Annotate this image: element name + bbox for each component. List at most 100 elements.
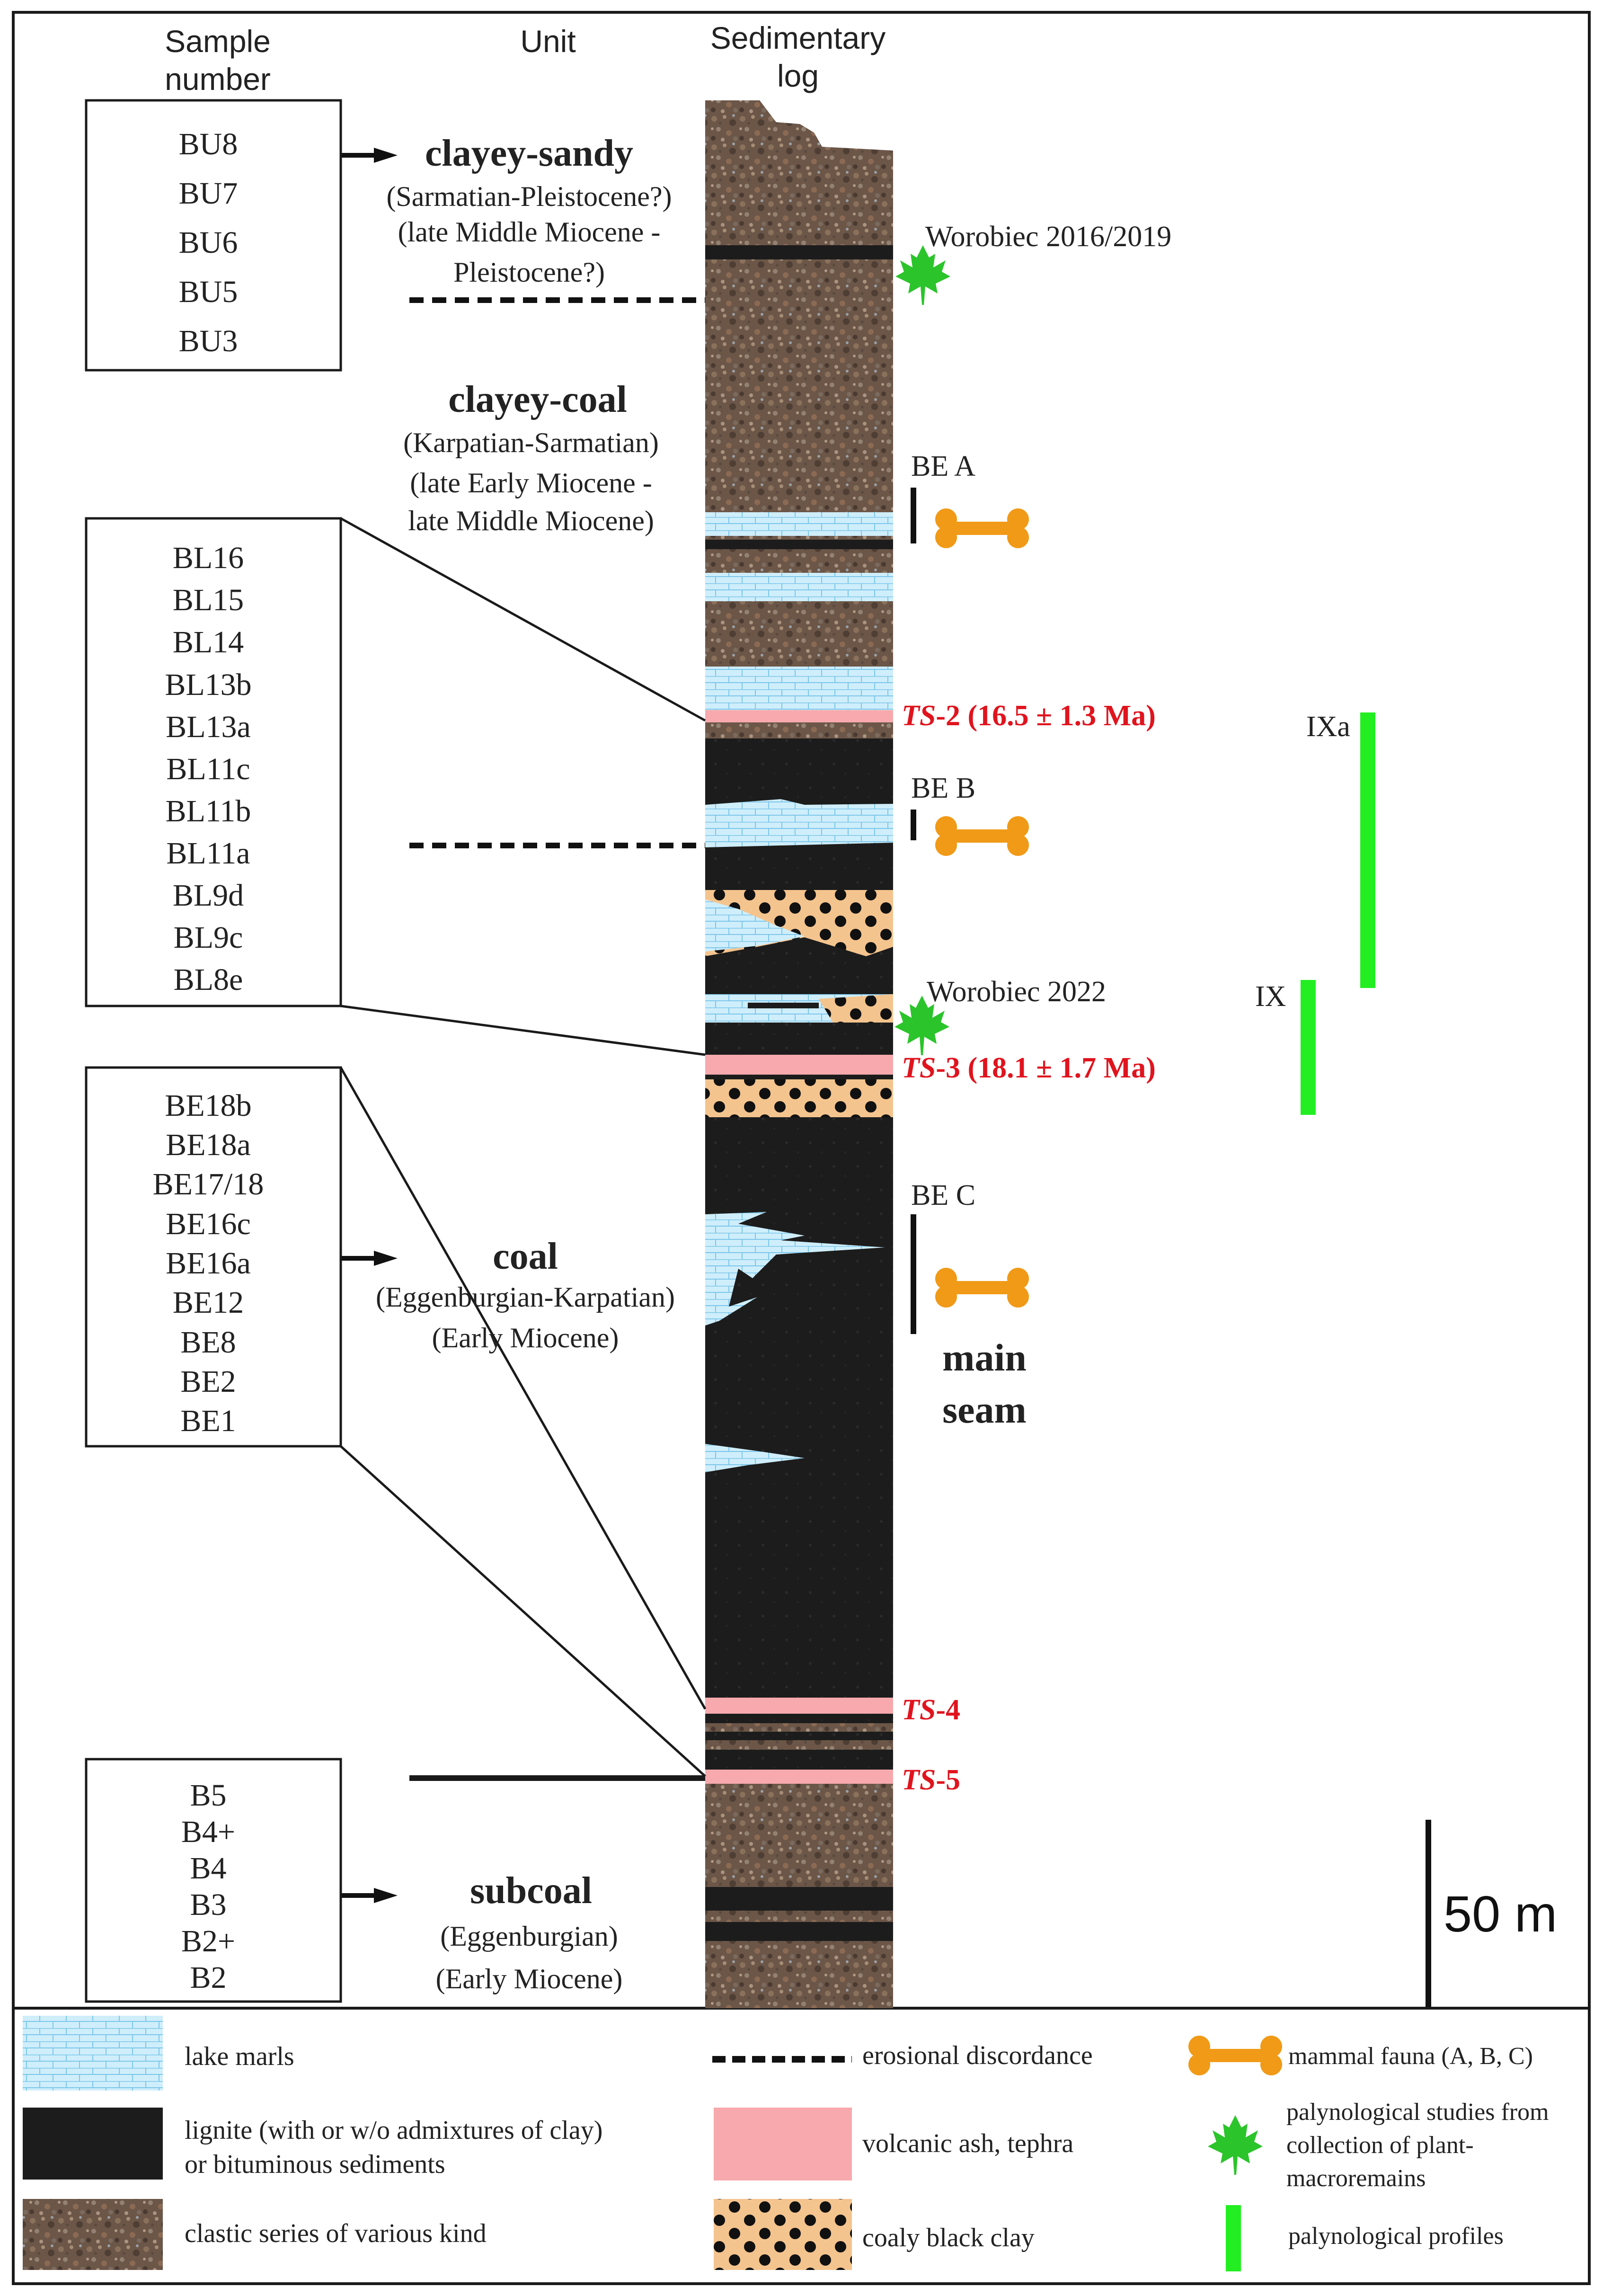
log-clastic-thin [705,722,893,739]
legend-text-palyno-macro: palynological studies from [1286,2099,1549,2126]
sample-number: BE16c [166,1207,251,1241]
sample-number: BL13a [166,710,251,744]
connector-be-top [339,1067,707,1710]
log-marl-tongue-1 [705,899,805,952]
sample-number: BL13b [165,667,251,702]
unit-clayey-coal: clayey-coal (Karpatian-Sarmatian) (late … [403,379,659,536]
profile-bar-ixa [1360,712,1375,988]
legend-swatch-coaly-clay [714,2199,852,2270]
unit-age-line: (late Middle Miocene - [398,216,661,248]
connector-lines [339,517,707,1781]
unit-age-line: (late Early Miocene - [410,467,652,498]
sample-number: BL16 [173,541,244,575]
legend-swatch-lake-marls [23,2016,163,2091]
unit-age-line: (Early Miocene) [432,1322,619,1353]
log-ash-ts2 [705,710,893,722]
unit-subcoal: subcoal (Eggenburgian) (Early Miocene) [436,1870,623,1994]
fauna-label-be-c: BE C [911,1179,975,1211]
sample-number: BU3 [179,324,238,358]
unit-age-line: Pleistocene?) [453,257,605,288]
legend-text-lake-marls: lake marls [185,2042,294,2071]
sample-boxes: BU8BU7BU6BU5BU3BL16BL15BL14BL13bBL13aBL1… [85,99,342,2003]
sample-number: BE18b [165,1088,251,1123]
log-clastic-top [705,100,893,710]
sedimentary-log [705,100,893,2008]
sample-number: B2+ [181,1924,235,1958]
header-sedimentary-log-line2: log [777,58,819,93]
unit-clayey-sandy: clayey-sandy (Sarmatian-Pleistocene?) (l… [386,133,672,288]
log-ash-ts5 [705,1770,893,1784]
legend-swatch-profile [1226,2205,1241,2271]
tephra-suffix: -2 (16.5 ± 1.3 Ma) [936,700,1156,732]
log-lignite-streak [748,1003,819,1008]
profile-label-ixa: IXa [1306,711,1350,743]
fauna-label-be-a: BE A [911,450,975,482]
log-coaly-clay-band [705,1079,893,1117]
main-seam-line: main [942,1336,1027,1379]
unit-name: subcoal [470,1870,592,1912]
log-lignite-lower-2 [705,1922,893,1941]
tephra-labels: TS-2 (16.5 ± 1.3 Ma) TS-3 (18.1 ± 1.7 Ma… [902,700,1156,1796]
legend-text-palyno-macro: collection of plant- [1286,2132,1474,2159]
sample-number: BE17/18 [153,1167,264,1201]
column-headers: Sample number Unit Sedimentary log [165,20,886,97]
sample-number: B5 [190,1778,226,1813]
sample-number: BL14 [173,625,244,659]
palynology-sites: Worobiec 2016/2019 Worobiec 2022 [894,221,1171,1055]
unit-age-line: (Karpatian-Sarmatian) [403,427,659,458]
arrow-be [342,1251,398,1266]
legend-text-lignite: or bituminous sediments [185,2150,445,2179]
legend-bone-icon [1188,2036,1282,2075]
scale-bar-label: 50 m [1444,1885,1557,1942]
log-clastic-thin-3 [705,1740,893,1750]
tephra-label-ts3: TS-3 (18.1 ± 1.7 Ma) [902,1052,1156,1084]
tephra-suffix: -5 [936,1764,960,1796]
bone-icon [935,816,1029,856]
main-seam-label: main seam [942,1336,1027,1431]
sample-number: BL9d [173,878,244,913]
sample-number: BL11c [166,752,250,786]
profile-label-ix: IX [1255,980,1286,1013]
legend-text-lignite: lignite (with or w/o admixtures of clay) [185,2116,602,2145]
log-ash-ts3 [705,1055,893,1075]
unit-name: clayey-coal [448,379,627,420]
log-marl-3 [705,667,893,710]
unit-age-line: (Eggenburgian) [440,1921,618,1952]
log-lignite-lower-1 [705,1887,893,1911]
legend-text-mammal: mammal fauna (A, B, C) [1288,2043,1533,2070]
sample-number: BE16a [166,1246,251,1281]
unit-labels: clayey-sandy (Sarmatian-Pleistocene?) (l… [376,133,675,1994]
bone-icon [935,1268,1029,1308]
legend-text-ash: volcanic ash, tephra [862,2129,1073,2158]
sample-number: BU8 [179,127,238,161]
log-coaly-clay-lens [819,994,893,1023]
sample-number: BU7 [179,176,238,211]
sample-number: BU6 [179,225,238,260]
sample-number: BL11b [166,794,251,828]
sample-number: BE18a [166,1128,251,1162]
legend-swatch-ash [714,2108,852,2180]
sample-number: BE12 [173,1285,244,1320]
header-sample-number-line2: number [165,62,271,97]
legend-text-clastic: clastic series of various kind [185,2219,487,2248]
sample-number: B3 [190,1887,226,1922]
bone-icon [935,508,1029,548]
figure-frame [12,11,1591,2285]
sample-box-be [85,1066,342,1448]
legend: lake marls lignite (with or w/o admixtur… [23,2016,1549,2271]
profile-bar-ix [1301,980,1316,1115]
unit-age-line: (Eggenburgian-Karpatian) [376,1281,675,1313]
tephra-label-ts4: TS-4 [902,1694,960,1726]
sample-number: BL8e [174,962,243,997]
fauna-label-be-b: BE B [911,772,975,804]
unit-name: coal [493,1236,558,1277]
legend-swatch-lignite [23,2108,163,2180]
palynology-label-2022: Worobiec 2022 [927,976,1106,1008]
sample-number: BE8 [180,1325,236,1360]
header-sedimentary-log-line1: Sedimentary [710,20,886,55]
log-marl-2 [705,573,893,601]
sample-number: BE1 [180,1404,236,1438]
connector-bl-top [340,517,706,722]
connector-be-bottom [340,1445,706,1777]
